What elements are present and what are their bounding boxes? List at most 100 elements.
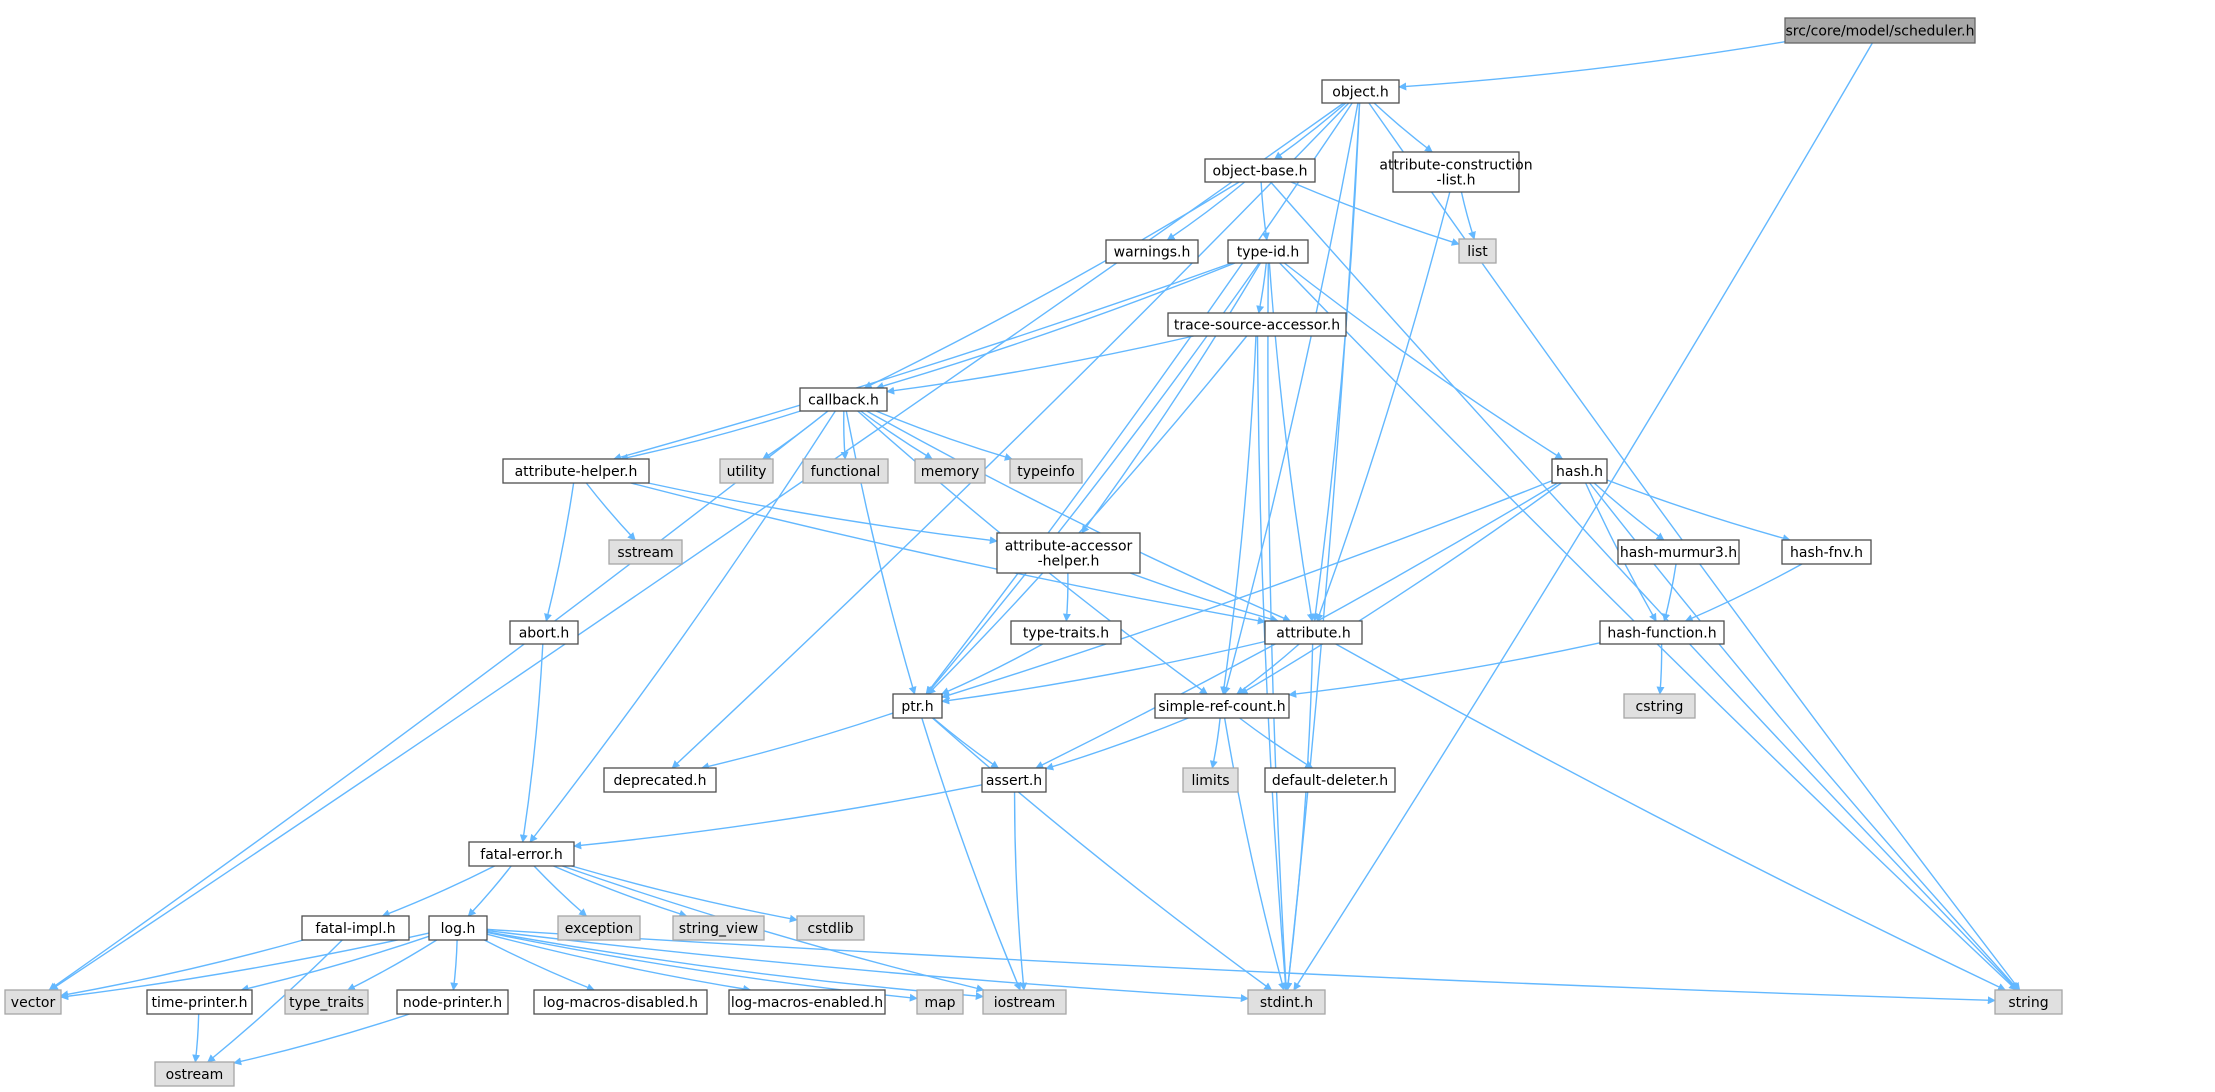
edge-tsa-to-stdint [1256, 335, 1290, 991]
edge-src-to-limits [1209, 717, 1221, 769]
edge-assert-to-fatalerr [573, 784, 983, 850]
node-logdis[interactable]: log-macros-disabled.h [533, 989, 708, 1015]
node-label: typeinfo [1017, 464, 1075, 480]
node-label: hash.h [1556, 464, 1603, 480]
node-box [1617, 539, 1740, 565]
node-attrhelper[interactable]: attribute-helper.h [502, 458, 650, 484]
node-ptr[interactable]: ptr.h [892, 693, 943, 719]
edge-objbase-to-list [1290, 181, 1460, 246]
edge-attribute-to-stdint [1284, 643, 1314, 991]
node-box [301, 915, 410, 941]
node-murmur[interactable]: hash-murmur3.h [1617, 539, 1740, 565]
node-hashfunc[interactable]: hash-function.h [1599, 620, 1725, 645]
edge-attracc-to-attribute [1129, 572, 1279, 623]
node-nodeprinter[interactable]: node-printer.h [396, 989, 509, 1015]
edge-typetraitsh-to-ptr [941, 643, 1044, 695]
node-deprecated[interactable]: deprecated.h [603, 767, 717, 793]
node-fatalimpl[interactable]: fatal-impl.h [301, 915, 410, 941]
edge-attrhelper-to-attracc [647, 482, 998, 545]
node-box [533, 989, 708, 1015]
node-string: string [1994, 989, 2063, 1015]
node-hash[interactable]: hash.h [1551, 458, 1608, 484]
node-box [996, 532, 1141, 574]
edge-timeprinter-to-ostream [192, 1013, 201, 1063]
edge-callback-to-memory [860, 410, 933, 460]
node-label: utility [727, 464, 767, 480]
node-assert[interactable]: assert.h [981, 767, 1047, 793]
node-label: type_traits [289, 995, 364, 1011]
node-label: type-traits.h [1023, 626, 1109, 642]
node-label: fatal-error.h [480, 847, 562, 863]
node-fnv[interactable]: hash-fnv.h [1781, 539, 1872, 565]
edge-log-to-iostream [486, 931, 984, 1000]
node-label: object-base.h [1213, 164, 1308, 180]
node-stringview: string_view [672, 915, 765, 941]
node-label: attribute-helper.h [515, 464, 638, 480]
node-box [981, 767, 1047, 793]
edge-fatalimpl-to-vector [60, 939, 304, 999]
node-typeid[interactable]: type-id.h [1227, 239, 1309, 264]
node-vector: vector [4, 989, 62, 1015]
node-box [802, 458, 889, 484]
node-cstring: cstring [1623, 693, 1696, 719]
node-box [1105, 239, 1199, 264]
node-box [728, 989, 886, 1015]
node-box [1154, 693, 1290, 719]
edge-typeid-to-tsa [1256, 262, 1267, 314]
node-defdel[interactable]: default-deleter.h [1264, 767, 1396, 793]
edge-callback-to-attrhelper [620, 410, 801, 462]
node-label: -helper.h [1038, 554, 1100, 570]
node-box [428, 915, 488, 941]
node-src[interactable]: simple-ref-count.h [1154, 693, 1290, 719]
node-attracc[interactable]: attribute-accessor-helper.h [996, 532, 1141, 574]
node-box [719, 458, 774, 484]
node-label: log.h [441, 921, 476, 937]
node-label: stdint.h [1260, 995, 1313, 1011]
edge-typeid-to-hash [1283, 262, 1564, 460]
edge-log-to-logdis [484, 939, 595, 992]
edge-object-to-attrcons [1373, 102, 1433, 153]
edge-attribute-to-src [1236, 643, 1300, 695]
node-tsa[interactable]: trace-source-accessor.h [1167, 312, 1347, 337]
node-box [1227, 239, 1309, 264]
node-label: string [2008, 995, 2048, 1011]
edge-callback-to-functional [840, 410, 849, 460]
edge-objbase-to-string [1270, 181, 2018, 991]
node-box [796, 915, 865, 941]
node-fatalerr[interactable]: fatal-error.h [468, 841, 575, 867]
node-log[interactable]: log.h [428, 915, 488, 941]
node-label: memory [921, 464, 980, 480]
node-object[interactable]: object.h [1321, 79, 1400, 104]
edge-log-to-vector [60, 932, 430, 1001]
node-abort[interactable]: abort.h [509, 620, 579, 645]
edge-nodeprinter-to-ostream [233, 1013, 410, 1066]
node-label: assert.h [986, 773, 1042, 789]
node-typetraitsh[interactable]: type-traits.h [1010, 620, 1122, 645]
edge-fnv-to-hashfunc [1684, 563, 1803, 622]
node-utility: utility [719, 458, 774, 484]
node-label: attribute-construction [1379, 158, 1532, 174]
node-box [603, 767, 717, 793]
node-attribute[interactable]: attribute.h [1264, 620, 1363, 645]
edge-abort-to-fatalerr [519, 643, 544, 843]
node-label: src/core/model/scheduler.h [1785, 24, 1974, 40]
node-label: log-macros-enabled.h [731, 995, 883, 1011]
node-attrcons[interactable]: attribute-construction-list.h [1379, 151, 1533, 193]
edge-tsa-to-callback [886, 335, 1194, 395]
node-logen[interactable]: log-macros-enabled.h [728, 989, 886, 1015]
edge-objbase-to-typeid [1260, 181, 1270, 241]
edge-object-to-objbase [1273, 102, 1347, 160]
node-label: type-id.h [1237, 245, 1299, 261]
node-list: list [1458, 238, 1497, 264]
node-box [1010, 620, 1122, 645]
node-warnings[interactable]: warnings.h [1105, 239, 1199, 264]
node-callback[interactable]: callback.h [799, 387, 888, 412]
node-timeprinter[interactable]: time-printer.h [146, 989, 253, 1015]
edge-objbase-to-warnings [1166, 181, 1246, 241]
node-ostream: ostream [154, 1061, 235, 1087]
node-label: string_view [679, 921, 758, 937]
edge-log-to-timeprinter [240, 935, 430, 993]
node-objbase[interactable]: object-base.h [1204, 158, 1316, 183]
node-box [1994, 989, 2063, 1015]
node-label: iostream [994, 995, 1056, 1011]
